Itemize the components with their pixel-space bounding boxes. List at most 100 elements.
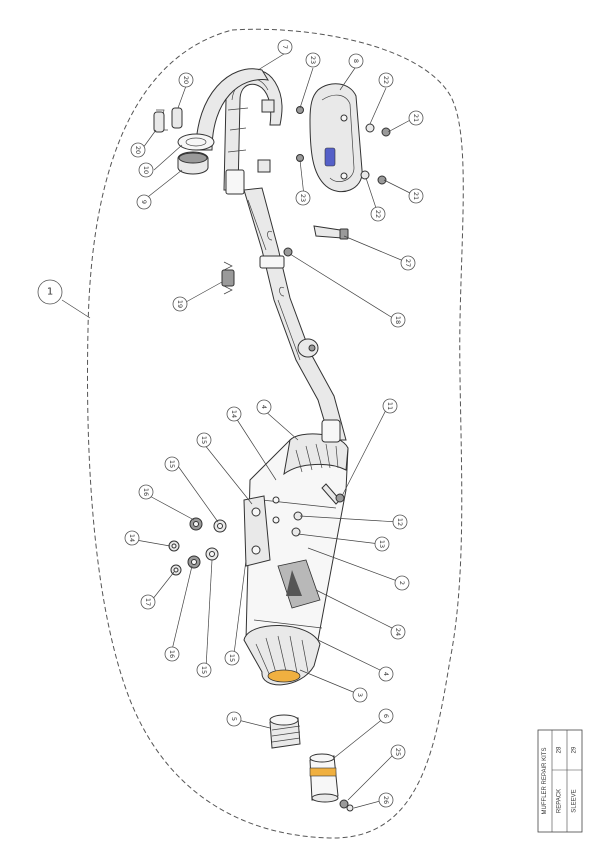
svg-text:27: 27 [404, 259, 412, 267]
svg-text:6: 6 [382, 714, 390, 718]
callout-18: 18 [390, 312, 406, 328]
repair-row-label: SLEEVE [572, 789, 578, 812]
callout-22-bottom: 22 [370, 206, 386, 222]
callout-8: 8 [348, 53, 364, 69]
svg-text:15: 15 [200, 666, 208, 674]
callout-15-right: 15 [224, 650, 240, 666]
heat-shield-logo [324, 147, 336, 167]
svg-text:23: 23 [309, 56, 317, 64]
sealant-tube [313, 225, 349, 240]
muffler-body [243, 419, 349, 665]
svg-text:15: 15 [168, 460, 176, 468]
kit-boundary-outline [87, 28, 464, 839]
callout-2: 2 [394, 575, 410, 591]
callout-26: 26 [378, 792, 394, 808]
svg-text:2: 2 [398, 581, 406, 585]
callout-6: 6 [378, 708, 394, 724]
exhaust-tip [267, 669, 301, 683]
repair-row-label: REPACK [557, 789, 563, 813]
callout-23-top: 23 [305, 52, 321, 68]
insert-part-6 [309, 753, 339, 803]
callout-16-top: 16 [138, 484, 154, 500]
callout-20-top: 20 [178, 72, 194, 88]
callout-14-left: 14 [124, 530, 140, 546]
callout-24: 24 [390, 624, 406, 640]
callout-17: 17 [140, 594, 156, 610]
svg-text:8: 8 [352, 59, 360, 63]
sleeve-part-5 [269, 714, 301, 749]
callout-27: 27 [400, 255, 416, 271]
svg-text:13: 13 [378, 540, 386, 548]
callout-14-top: 14 [226, 406, 242, 422]
svg-text:3: 3 [356, 693, 364, 697]
repair-row-value: 28 [557, 746, 563, 753]
svg-text:5: 5 [230, 717, 238, 721]
callout-25: 25 [390, 744, 406, 760]
svg-text:21: 21 [412, 114, 420, 122]
svg-text:4: 4 [260, 405, 268, 409]
callout-3: 3 [352, 687, 368, 703]
svg-text:15: 15 [228, 654, 236, 662]
callout-15-mid: 15 [164, 456, 180, 472]
callout-13: 13 [374, 536, 390, 552]
svg-text:11: 11 [386, 402, 394, 410]
svg-text:16: 16 [142, 488, 150, 496]
leader-lines [61, 53, 417, 809]
repair-row-value: 29 [572, 746, 578, 753]
end-cap [243, 624, 321, 686]
washers-and-nuts [168, 517, 227, 576]
svg-text:12: 12 [396, 518, 404, 526]
callout-9: 9 [136, 194, 152, 210]
svg-text:24: 24 [394, 628, 402, 636]
muffler-bolts [291, 483, 345, 537]
svg-text:23: 23 [299, 194, 307, 202]
svg-text:19: 19 [176, 300, 184, 308]
callout-23-bottom: 23 [295, 190, 311, 206]
spring-19 [221, 261, 235, 295]
svg-text:26: 26 [382, 796, 390, 804]
svg-text:10: 10 [142, 166, 150, 174]
callouts: 1 7 8 23 22 21 23 22 21 20 20 10 9 27 18… [37, 39, 424, 808]
callout-10: 10 [138, 162, 154, 178]
callout-16-bottom: 16 [164, 646, 180, 662]
svg-text:14: 14 [230, 410, 238, 418]
svg-text:1: 1 [47, 287, 53, 298]
svg-text:22: 22 [382, 76, 390, 84]
callout-21-bottom: 21 [408, 188, 424, 204]
shield-fasteners [296, 106, 391, 185]
callout-4-top: 4 [256, 399, 272, 415]
svg-text:7: 7 [281, 45, 289, 49]
callout-12: 12 [392, 514, 408, 530]
callout-4-bottom: 4 [378, 666, 394, 682]
svg-text:4: 4 [382, 672, 390, 676]
header-pipe [195, 68, 283, 195]
callout-21-top: 21 [408, 110, 424, 126]
svg-text:20: 20 [134, 146, 142, 154]
callout-7: 7 [277, 39, 293, 55]
callout-19: 19 [172, 296, 188, 312]
svg-text:18: 18 [394, 316, 402, 324]
svg-text:9: 9 [140, 200, 148, 204]
callout-5: 5 [226, 711, 242, 727]
svg-text:15: 15 [200, 436, 208, 444]
callout-15-bottom: 15 [196, 662, 212, 678]
svg-text:22: 22 [374, 210, 382, 218]
rivets [339, 799, 354, 812]
callout-1: 1 [37, 279, 63, 305]
callout-22-top: 22 [378, 72, 394, 88]
svg-text:25: 25 [394, 748, 402, 756]
heat-shield [309, 83, 363, 192]
mid-pipe [243, 187, 347, 441]
svg-text:17: 17 [144, 598, 152, 606]
repair-kits-title: MUFFLER REPAIR KITS [542, 748, 548, 815]
svg-text:14: 14 [128, 534, 136, 542]
callout-11: 11 [382, 398, 398, 414]
svg-text:16: 16 [168, 650, 176, 658]
callout-20-left: 20 [130, 142, 146, 158]
muffler-repair-kits-table: MUFFLER REPAIR KITS REPACK 28 SLEEVE 29 [537, 729, 583, 833]
svg-text:20: 20 [182, 76, 190, 84]
svg-text:21: 21 [412, 192, 420, 200]
springs-and-gaskets [153, 107, 215, 175]
callout-15-top: 15 [196, 432, 212, 448]
